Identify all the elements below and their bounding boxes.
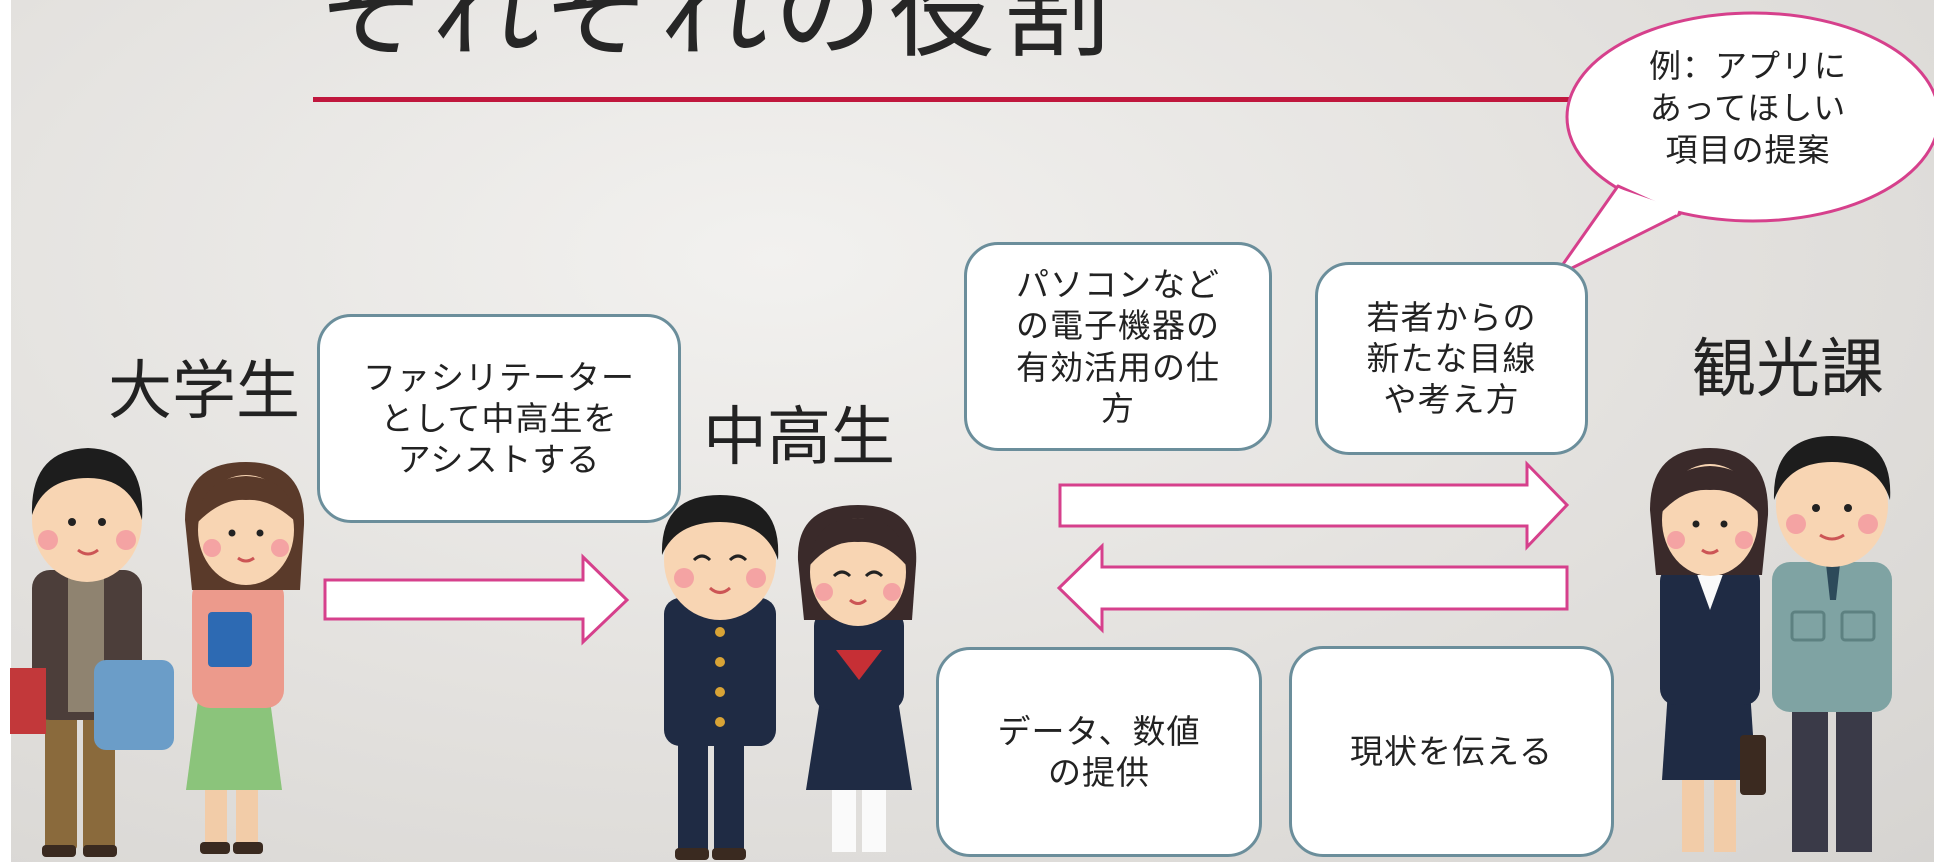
box-current-status: 現状を伝える <box>1289 646 1614 857</box>
title-underline <box>313 97 1613 102</box>
arrow-tourism-to-students <box>1056 542 1569 634</box>
tourism-staff-illustration <box>1650 436 1892 852</box>
box-current-status-text: 現状を伝える <box>1349 731 1553 771</box>
label-school-students: 中高生 <box>703 401 895 475</box>
slide-title: それぞれの役割 <box>318 0 1117 73</box>
speech-bubble-shape <box>1552 11 1934 279</box>
box-facilitator: ファシリテーター として中高生を アシストする <box>317 314 681 523</box>
box-youth-perspective-text: 若者からの 新たな目線 や考え方 <box>1366 297 1537 420</box>
school-students-illustration <box>661 495 917 860</box>
box-facilitator-text: ファシリテーター として中高生を アシストする <box>363 357 635 480</box>
box-data-provision-text: データ、数値 の提供 <box>997 711 1201 792</box>
arrow-students-to-tourism <box>1058 460 1570 551</box>
arrow-university-to-students <box>323 553 630 646</box>
box-youth-perspective: 若者からの 新たな目線 や考え方 <box>1315 262 1588 455</box>
university-students-illustration <box>10 448 305 857</box>
box-data-provision: データ、数値 の提供 <box>936 647 1262 857</box>
box-device-usage: パソコンなど の電子機器の 有効活用の仕 方 <box>964 242 1272 451</box>
box-device-usage-text: パソコンなど の電子機器の 有効活用の仕 方 <box>1016 265 1220 428</box>
speech-bubble-text: 例：アプリに あってほしい 項目の提案 <box>1648 47 1847 170</box>
label-tourism-division: 観光課 <box>1692 333 1884 407</box>
label-university-students: 大学生 <box>108 355 300 429</box>
left-margin-strip <box>0 0 11 862</box>
